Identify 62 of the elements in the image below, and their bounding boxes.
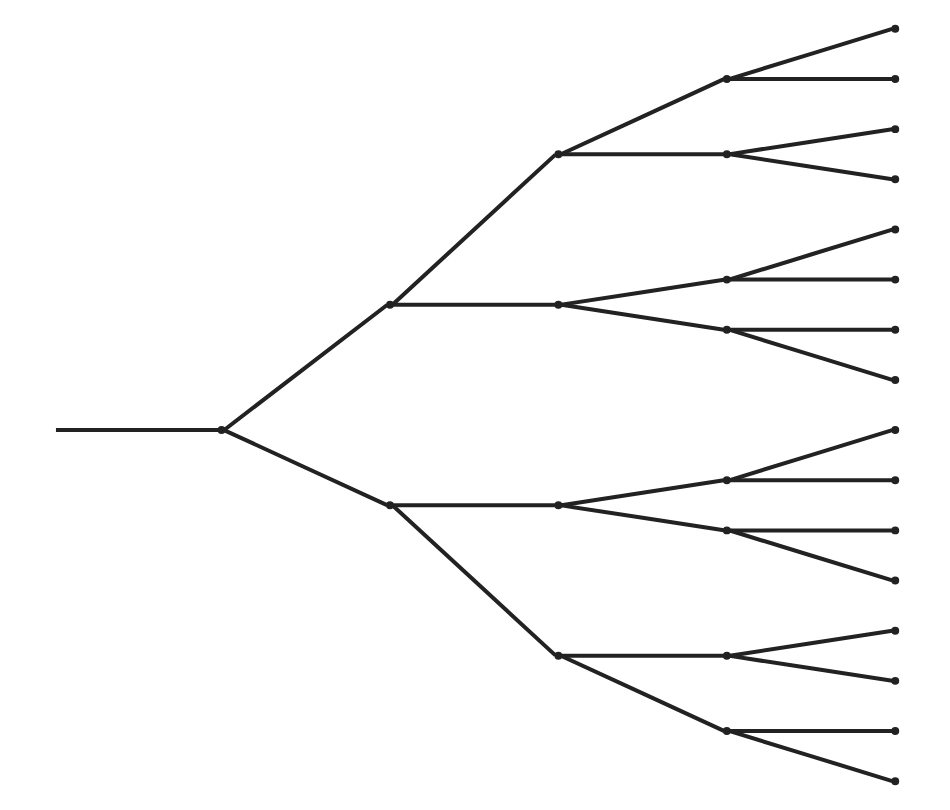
node-point [890,125,899,134]
connector [54,428,218,433]
node-point [890,75,899,83]
node-point [890,375,899,384]
connector [728,152,892,182]
connector [728,729,892,783]
connector [728,328,892,382]
node-point [553,651,562,660]
node-point [890,225,899,234]
connector [222,303,388,432]
connector [728,127,892,157]
node-point [890,727,899,735]
node-point [721,325,730,334]
node-point [216,426,225,435]
node-point [890,426,899,435]
connector [559,654,724,733]
node-point [721,476,730,485]
connector [728,227,892,282]
node-point [553,150,562,159]
node-point [385,300,393,309]
node-point [890,526,899,535]
connector [560,277,724,307]
connector [728,628,892,658]
connector [728,528,892,533]
node-point [721,526,730,535]
connector [728,277,892,282]
node-point [553,300,562,309]
node-point [721,275,730,284]
connector [559,77,724,156]
node-point [890,325,899,334]
connector [728,729,892,734]
connector [222,428,387,507]
connector [728,428,892,482]
connector [560,302,724,332]
connector [560,653,723,658]
node-point [890,275,899,284]
connector [728,76,892,81]
connector [391,503,555,508]
connector [728,27,892,81]
connector [728,478,892,483]
node-point [890,576,899,585]
node-point [721,727,730,735]
node-point [890,676,899,685]
connector [728,327,892,332]
node-point [721,651,730,660]
node-point [553,501,562,510]
node-point [385,501,393,510]
connector [560,152,723,157]
connector [728,653,892,683]
node-point [890,175,899,184]
node-point [890,24,899,33]
connector [728,528,892,583]
node-point [890,476,899,485]
node-point [721,75,730,83]
node-point [721,150,730,159]
connector [391,302,555,307]
connector [560,478,724,508]
node-point [890,626,899,635]
connector [390,504,556,657]
node-point [890,777,899,786]
connector [560,503,724,533]
connector [390,153,556,306]
